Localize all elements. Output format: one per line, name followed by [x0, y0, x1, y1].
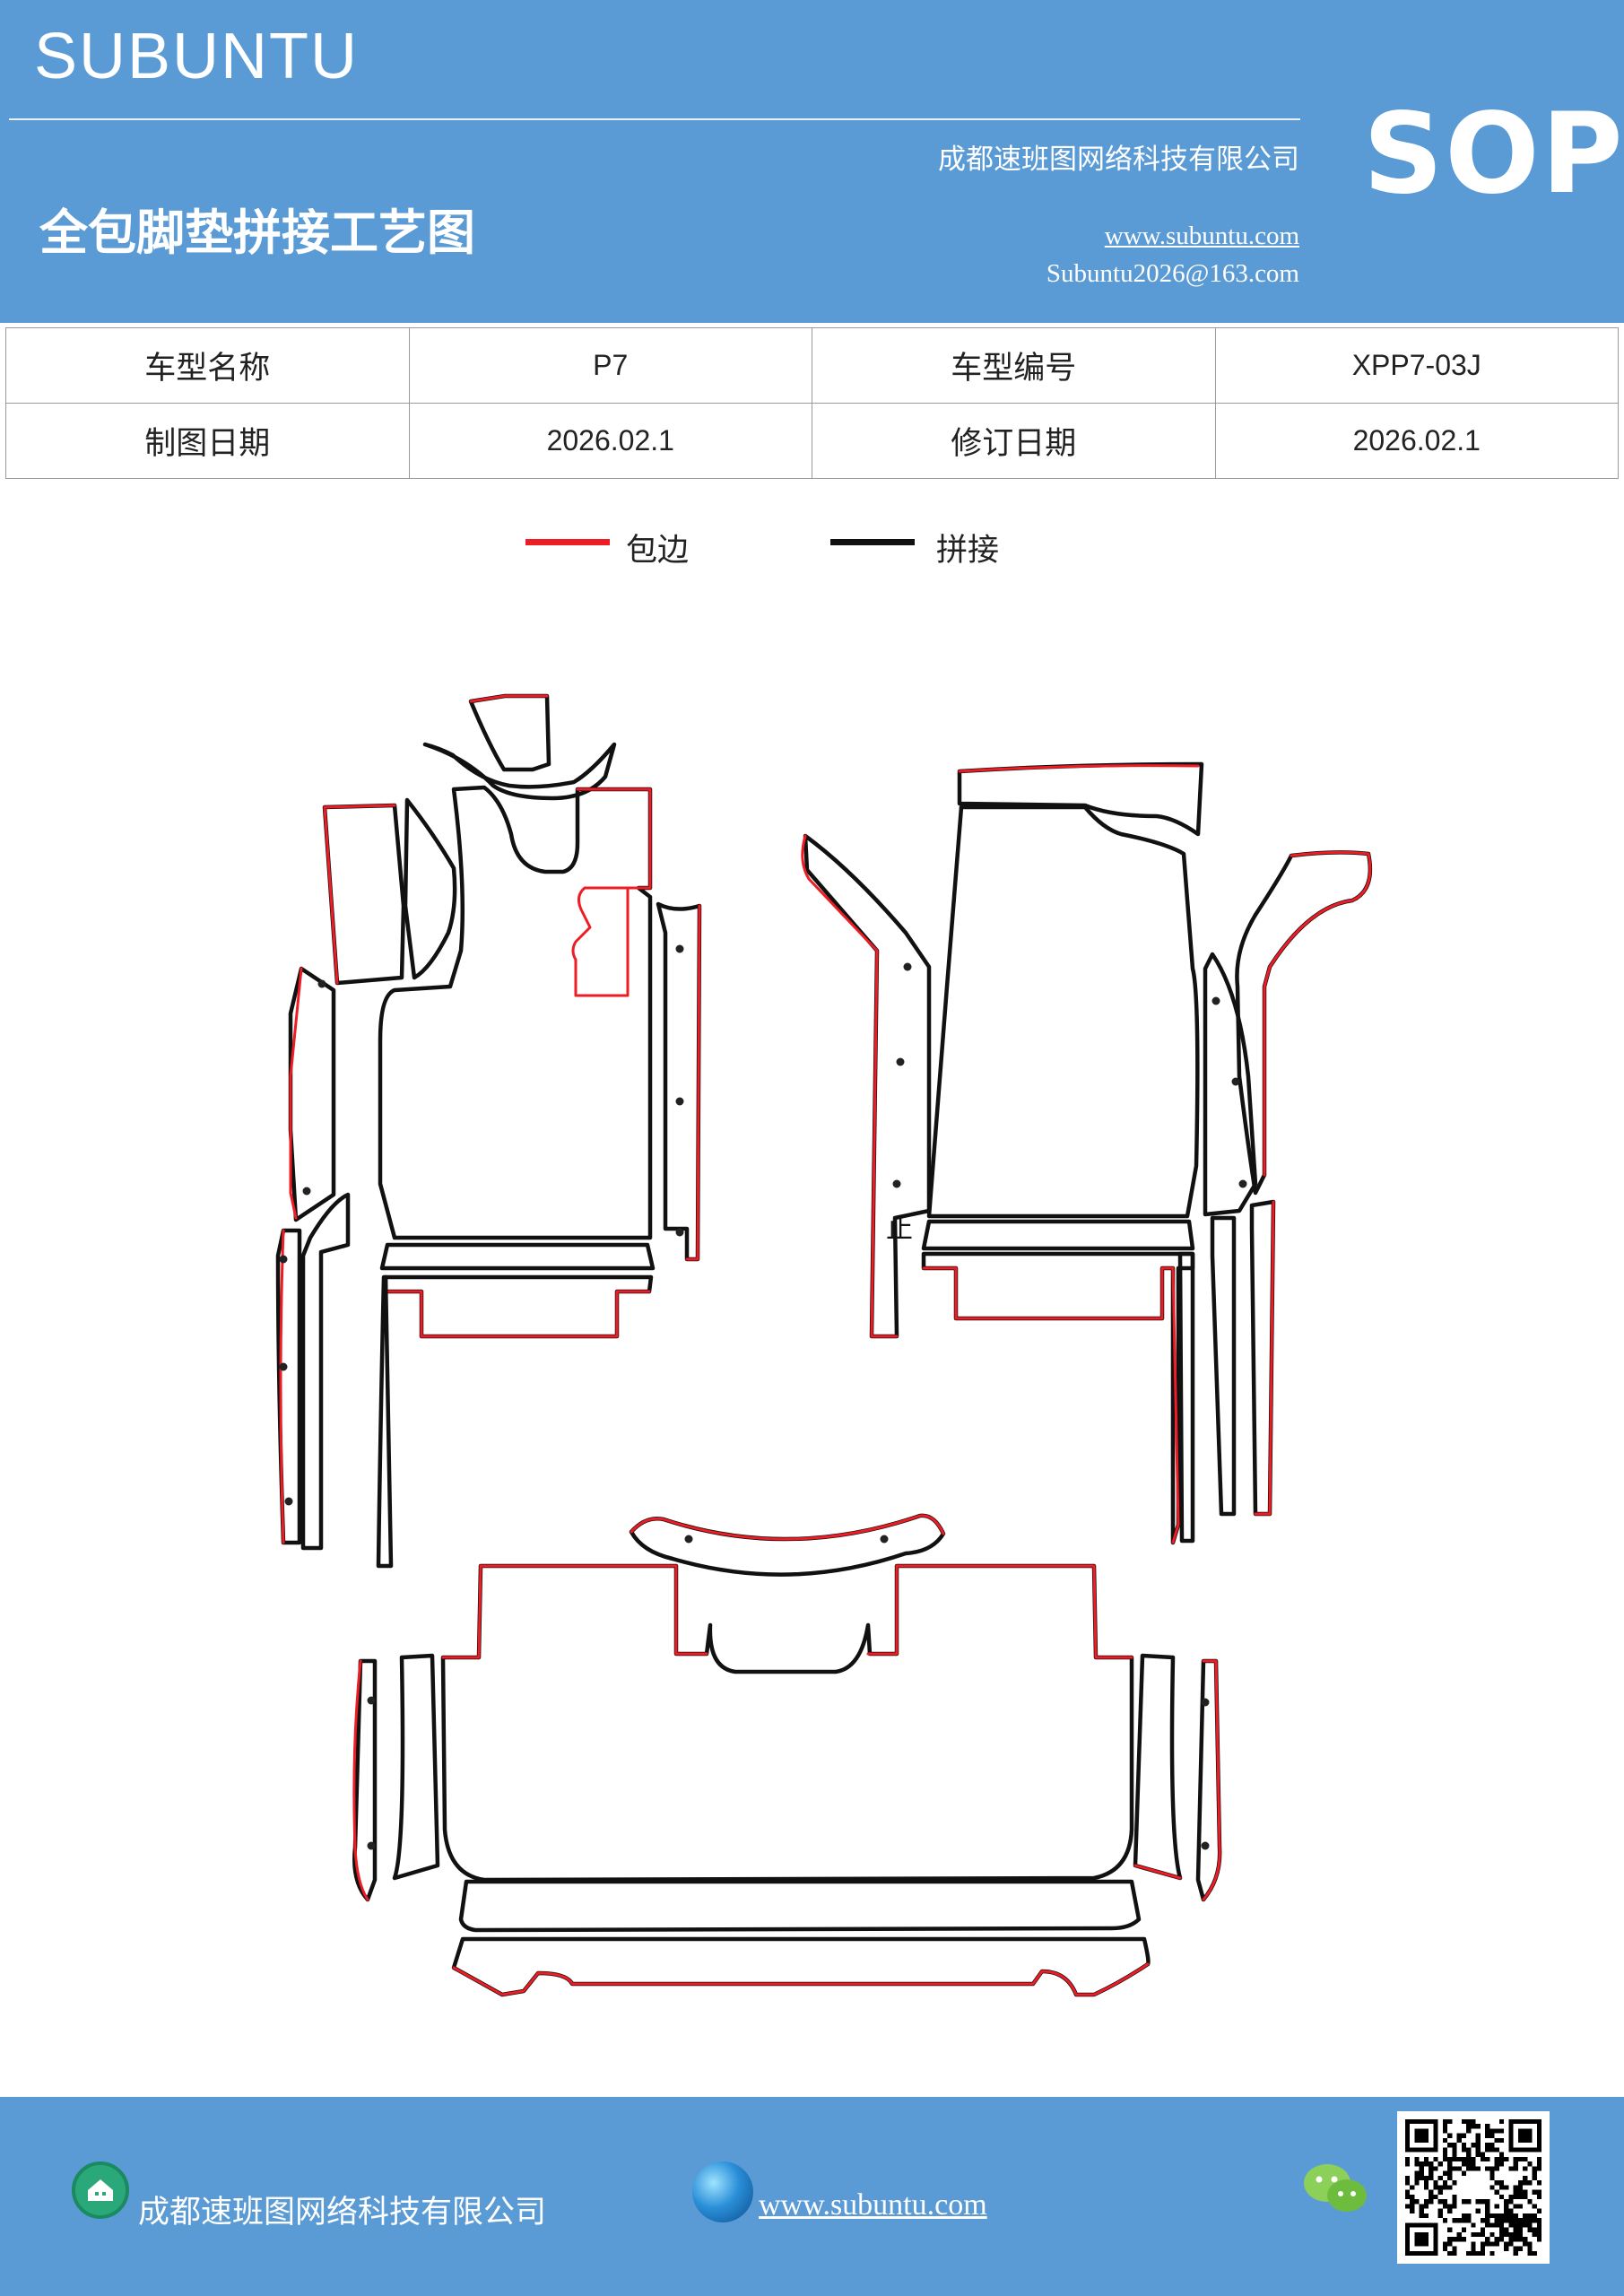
- passenger-right-tall-strip-2: [1210, 1215, 1237, 1517]
- driver-left-sill: [288, 966, 336, 1222]
- globe-icon: [692, 2161, 753, 2222]
- fixing-dot: [903, 962, 912, 971]
- passenger-left-long-strip-edge: [801, 834, 899, 1338]
- tunnel-cap-piece: [468, 693, 551, 772]
- sop-badge: SOP: [1363, 90, 1624, 219]
- rear-threshold: [458, 1879, 1142, 1933]
- fixing-dot: [279, 1255, 288, 1264]
- fixing-dot: [892, 1179, 901, 1188]
- document-title: 全包脚垫拼接工艺图: [39, 204, 475, 261]
- driver-bottom-bar-edge: [384, 1290, 651, 1338]
- rear-left-sill: [392, 1653, 440, 1881]
- driver-left-sill-edge: [289, 967, 303, 1220]
- fixing-dot: [1211, 996, 1220, 1005]
- driver-right-strip-edge: [685, 904, 701, 1261]
- driver-right-strip: [656, 901, 702, 1262]
- header-banner: SUBUNTU 成都速班图网络科技有限公司 全包脚垫拼接工艺图 www.subu…: [0, 0, 1624, 323]
- rear-tunnel-arch-edge: [630, 1514, 945, 1541]
- revision-date-value: 2026.02.1: [1214, 403, 1619, 479]
- header-email[interactable]: Subuntu2026@163.com: [1046, 259, 1299, 288]
- legend-seam-label: 拼接: [936, 533, 1000, 569]
- driver-main-mat-edge: [571, 787, 652, 997]
- rear-main-mat-edge: [441, 1564, 1133, 1659]
- model-name-label: 车型名称: [5, 327, 410, 404]
- footer-banner: 成都速班图网络科技有限公司 www.subuntu.com: [0, 2097, 1624, 2296]
- tunnel-cap-edge: [469, 694, 549, 703]
- legend-seam-swatch: [830, 539, 915, 545]
- fixing-dot: [317, 979, 326, 988]
- driver-lower-center-strip: [376, 1274, 394, 1569]
- passenger-mid-strip: [1177, 1251, 1195, 1544]
- rear-main-mat: [440, 1563, 1134, 1883]
- fixing-dot: [1231, 1077, 1240, 1086]
- building-icon: [72, 2161, 129, 2219]
- passenger-threshold: [921, 1219, 1195, 1251]
- rear-left-outer-strip-edge: [352, 1659, 369, 1901]
- rear-bottom-bar-edge: [452, 1962, 1150, 1996]
- fixing-dot: [1238, 1179, 1247, 1188]
- fixing-dot: [880, 1535, 889, 1544]
- rear-right-outer-strip-edge: [1202, 1659, 1221, 1901]
- fixing-dot: [1201, 1698, 1210, 1707]
- fixing-points: [279, 944, 1247, 1850]
- wechat-icon[interactable]: [1302, 2160, 1368, 2217]
- model-name-value: P7: [408, 327, 812, 404]
- heel-strip-piece: [422, 742, 617, 801]
- qr-code[interactable]: [1397, 2111, 1550, 2264]
- driver-lower-left-strip-edge: [279, 1229, 285, 1544]
- legend-edge-label: 包边: [626, 533, 690, 569]
- driver-side-mat-group: [275, 693, 702, 1569]
- fixing-dot: [284, 1497, 293, 1506]
- legend-edge-swatch: [525, 539, 610, 545]
- model-code-value: XPP7-03J: [1214, 327, 1619, 404]
- rear-bottom-bar: [451, 1936, 1151, 1997]
- revision-date-label: 修订日期: [812, 403, 1216, 479]
- passenger-right-sill: [1203, 952, 1258, 1217]
- legend: 包边 拼接: [0, 525, 1624, 570]
- rear-right-sill-edge: [1133, 1864, 1182, 1880]
- stop-marker: 止: [886, 1213, 913, 1245]
- fixing-dot: [302, 1187, 311, 1196]
- passenger-right-tall-strip-edge: [1254, 1200, 1275, 1516]
- driver-main-mat: [378, 785, 653, 1240]
- fixing-dot: [675, 1228, 684, 1237]
- passenger-left-long-strip: [803, 833, 932, 1339]
- model-code-label: 车型编号: [812, 327, 1216, 404]
- passenger-bottom-bar-edge: [922, 1266, 1180, 1544]
- passenger-main-mat: [926, 804, 1200, 1219]
- footer-website-link[interactable]: www.subuntu.com: [759, 2188, 987, 2222]
- table-row: 车型名称 P7 车型编号 XPP7-03J: [5, 327, 1619, 404]
- fixing-dot: [279, 1362, 288, 1371]
- driver-bottom-bar: [383, 1274, 654, 1339]
- driver-pedal-panel: [403, 797, 457, 980]
- fixing-dot: [675, 944, 684, 953]
- brand-logo-text: SUBUNTU: [34, 21, 360, 92]
- vehicle-info-table: 车型名称 P7 车型编号 XPP7-03J 制图日期 2026.02.1 修订日…: [5, 327, 1619, 479]
- passenger-top-strip: [957, 761, 1204, 837]
- passenger-top-strip-edge: [958, 764, 1200, 773]
- passenger-side-mat-group: 止: [801, 761, 1373, 1545]
- fixing-dot: [1201, 1841, 1210, 1850]
- draw-date-label: 制图日期: [5, 403, 410, 479]
- header-website-link[interactable]: www.subuntu.com: [1104, 222, 1299, 250]
- fixing-dot: [684, 1535, 693, 1544]
- table-row: 制图日期 2026.02.1 修订日期 2026.02.1: [5, 403, 1619, 479]
- draw-date-value: 2026.02.1: [408, 403, 812, 479]
- rear-right-sill: [1133, 1653, 1183, 1881]
- passenger-right-wing-edge: [1263, 850, 1372, 1177]
- driver-outer-panel-edge: [323, 804, 396, 985]
- footer-company-name: 成都速班图网络科技有限公司: [138, 2195, 547, 2231]
- passenger-bottom-bar: [921, 1251, 1195, 1545]
- driver-threshold: [379, 1242, 656, 1271]
- driver-lower-left-strip-2: [300, 1192, 351, 1551]
- fixing-dot: [896, 1057, 905, 1066]
- fixing-dot: [367, 1841, 376, 1850]
- header-divider: [9, 118, 1300, 120]
- floor-mat-splice-diagram: 止: [275, 693, 1373, 1997]
- passenger-right-wing: [1235, 850, 1373, 1196]
- fixing-dot: [367, 1696, 376, 1705]
- rear-mat-group: [352, 1513, 1222, 1997]
- header-company-name: 成都速班图网络科技有限公司: [938, 144, 1299, 176]
- fixing-dot: [675, 1097, 684, 1106]
